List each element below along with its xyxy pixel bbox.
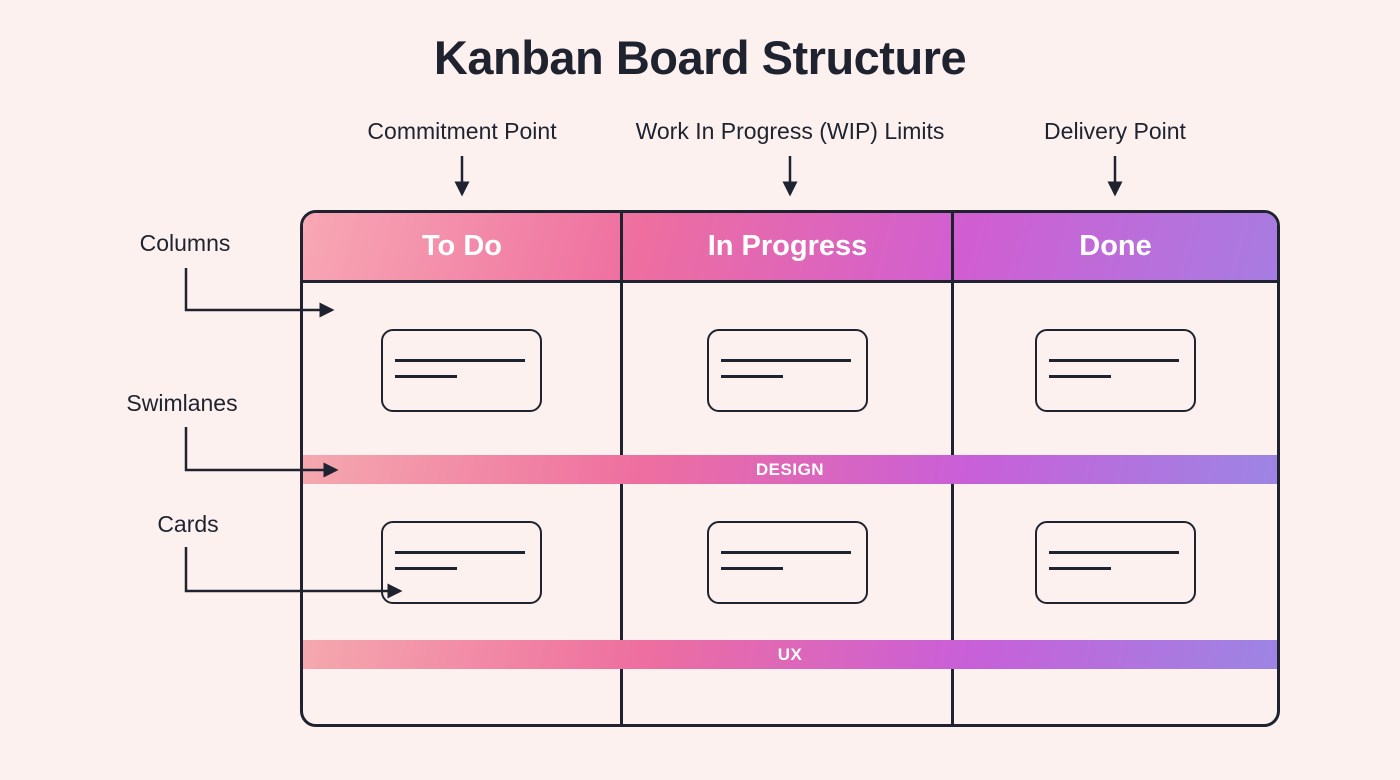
card-text-line: [395, 551, 525, 554]
card-text-line: [721, 375, 783, 378]
kanban-card: [707, 329, 868, 412]
card-text-line: [721, 359, 851, 362]
swimlane-label: DESIGN: [755, 459, 825, 479]
annotation-commitment-point: Commitment Point: [367, 118, 557, 144]
annotation-columns: Columns: [139, 230, 231, 256]
swimlane-ux: UX: [303, 640, 1277, 669]
kanban-card: [381, 329, 542, 412]
swimlane-design: DESIGN: [303, 455, 1277, 484]
kanban-card: [1035, 329, 1196, 412]
annotation-cards: Cards: [157, 511, 219, 537]
card-text-line: [1049, 567, 1111, 570]
kanban-board: To Do In Progress Done DESIGN: [300, 210, 1280, 727]
card-text-line: [1049, 551, 1179, 554]
column-header-in-progress: In Progress: [707, 230, 868, 262]
annotation-swimlanes: Swimlanes: [126, 390, 238, 416]
annotation-wip-limits: Work In Progress (WIP) Limits: [635, 118, 945, 144]
diagram-title: Kanban Board Structure: [433, 31, 967, 84]
card-text-line: [721, 551, 851, 554]
swimlane-label: UX: [777, 644, 803, 664]
card-text-line: [1049, 375, 1111, 378]
kanban-card: [707, 521, 868, 604]
kanban-card: [381, 521, 542, 604]
column-header-done: Done: [1079, 230, 1152, 262]
board-header: To Do In Progress Done: [303, 213, 1277, 283]
card-text-line: [395, 567, 457, 570]
kanban-card: [1035, 521, 1196, 604]
annotation-delivery-point: Delivery Point: [1044, 118, 1186, 144]
card-text-line: [721, 567, 783, 570]
card-text-line: [395, 375, 457, 378]
card-text-line: [395, 359, 525, 362]
column-header-todo: To Do: [422, 230, 502, 262]
card-text-line: [1049, 359, 1179, 362]
